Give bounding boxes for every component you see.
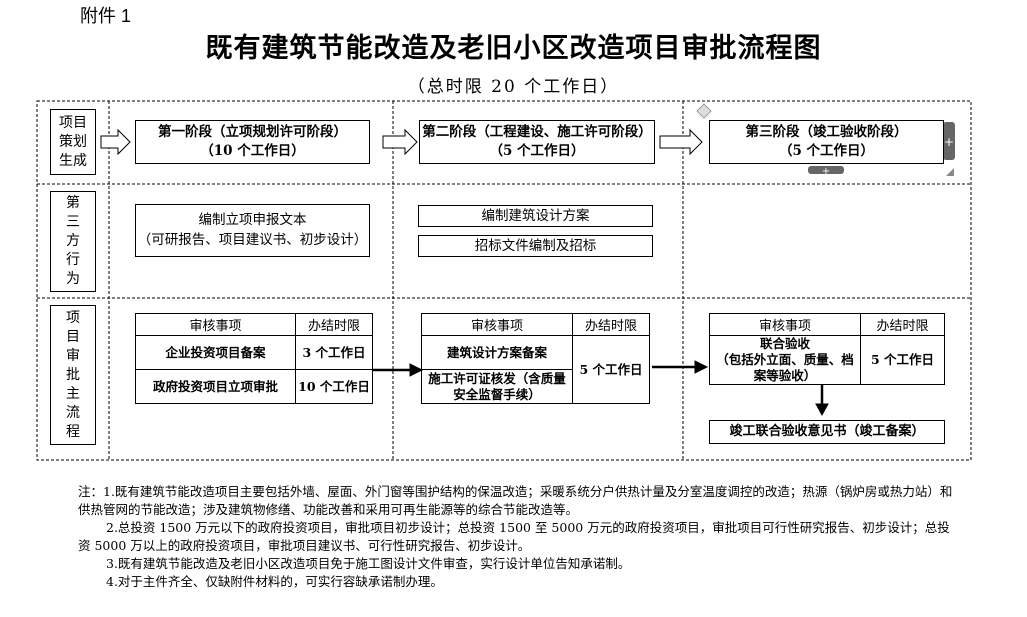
- hollow-arrow-1: [100, 128, 131, 156]
- page-title: 既有建筑节能改造及老旧小区改造项目审批流程图: [205, 33, 822, 64]
- table-2-header-time: 办结时限: [572, 313, 650, 336]
- table-3-time: 5 个工作日: [860, 335, 945, 385]
- stage-1-box: 第一阶段（立项规划许可阶段） （10 个工作日）: [135, 120, 370, 164]
- hollow-arrow-2: [382, 128, 418, 156]
- hollow-arrow-3: [659, 128, 703, 156]
- solid-arrow-1-head: [409, 363, 424, 377]
- expand-handle-icon: + +: [808, 122, 955, 177]
- outer-dashed-frame: [36, 100, 972, 461]
- svg-text:+: +: [944, 135, 954, 149]
- table-2-header-item: 审核事项: [421, 313, 573, 336]
- third-party-box-3: 招标文件编制及招标: [418, 235, 653, 257]
- table-1-row-1-time: 3 个工作日: [295, 335, 373, 370]
- stage-2-title: 第二阶段（工程建设、施工许可阶段）: [422, 124, 652, 140]
- solid-arrow-2-head: [694, 360, 709, 374]
- solid-arrow-3-head: [815, 403, 829, 417]
- table-1-row-2-time: 10 个工作日: [295, 369, 373, 404]
- table-3-item-line2: （包括外立面、质量、档案等验收）: [716, 352, 854, 383]
- table-3-header-item: 审核事项: [709, 313, 861, 336]
- third-party-1-line1: 编制立项申报文本: [198, 212, 307, 228]
- approval-table-3: 审核事项 办结时限 联合验收 （包括外立面、质量、档案等验收） 5 个工作日: [709, 313, 945, 385]
- stage-2-box: 第二阶段（工程建设、施工许可阶段） （5 个工作日）: [419, 120, 655, 164]
- page-subtitle: （总时限 20 个工作日）: [407, 77, 620, 97]
- table-2-row-1-item: 建筑设计方案备案: [421, 335, 573, 370]
- table-2-row-2-item: 施工许可证核发（含质量安全监督手续）: [421, 369, 573, 404]
- row-label-main-approval: 项目审批主流程: [50, 305, 96, 445]
- row-label-project-planning: 项目策划生成: [50, 109, 96, 175]
- table-3-header-time: 办结时限: [860, 313, 945, 336]
- stage-3-title: 第三阶段（竣工验收阶段）: [745, 124, 908, 140]
- approval-table-2: 审核事项 办结时限 建筑设计方案备案 5 个工作日 施工许可证核发（含质量安全监…: [421, 313, 650, 404]
- stage-1-title: 第一阶段（立项规划许可阶段）: [158, 124, 347, 140]
- third-party-box-2: 编制建筑设计方案: [418, 205, 653, 227]
- stage-2-duration: （5 个工作日）: [489, 143, 585, 159]
- note-4: 4.对于主件齐全、仅缺附件材料的，可实行容缺承诺制办理。: [106, 574, 443, 589]
- notes-section: 注：1.既有建筑节能改造项目主要包括外墙、屋面、外门窗等围护结构的保温改造；采暖…: [78, 483, 958, 591]
- stage-3-duration: （5 个工作日）: [778, 143, 875, 159]
- table-1-row-1-item: 企业投资项目备案: [135, 335, 296, 370]
- approval-table-1: 审核事项 办结时限 企业投资项目备案 3 个工作日 政府投资项目立项审批 10 …: [135, 313, 373, 404]
- table-3-row-1-item: 联合验收 （包括外立面、质量、档案等验收）: [709, 335, 861, 385]
- table-1-header-item: 审核事项: [135, 313, 296, 336]
- third-party-1-line2: （可研报告、项目建议书、初步设计）: [137, 232, 368, 248]
- table-1-header-time: 办结时限: [295, 313, 373, 336]
- table-3-item-line1: 联合验收: [759, 336, 810, 351]
- move-handle-icon: [696, 103, 712, 119]
- table-1-row-2-item: 政府投资项目立项审批: [135, 369, 296, 404]
- third-party-box-1: 编制立项申报文本 （可研报告、项目建议书、初步设计）: [135, 204, 370, 257]
- note-3: 3.既有建筑节能改造及老旧小区改造项目免于施工图设计文件审查，实行设计单位告知承…: [106, 556, 631, 571]
- stage-3-box: 第三阶段（竣工验收阶段） （5 个工作日）: [709, 120, 944, 164]
- final-acceptance-box: 竣工联合验收意见书（竣工备案）: [709, 420, 945, 444]
- note-1: 注：1.既有建筑节能改造项目主要包括外墙、屋面、外门窗等围护结构的保温改造；采暖…: [78, 484, 953, 517]
- attachment-label: 附件 1: [80, 6, 132, 26]
- svg-text:+: +: [822, 166, 830, 177]
- note-2: 2.总投资 1500 万元以下的政府投资项目，审批项目初步设计；总投资 1500…: [78, 520, 950, 553]
- stage-1-duration: （10 个工作日）: [200, 143, 305, 159]
- row-label-third-party: 第三方行为: [50, 191, 96, 292]
- table-2-time: 5 个工作日: [572, 335, 650, 404]
